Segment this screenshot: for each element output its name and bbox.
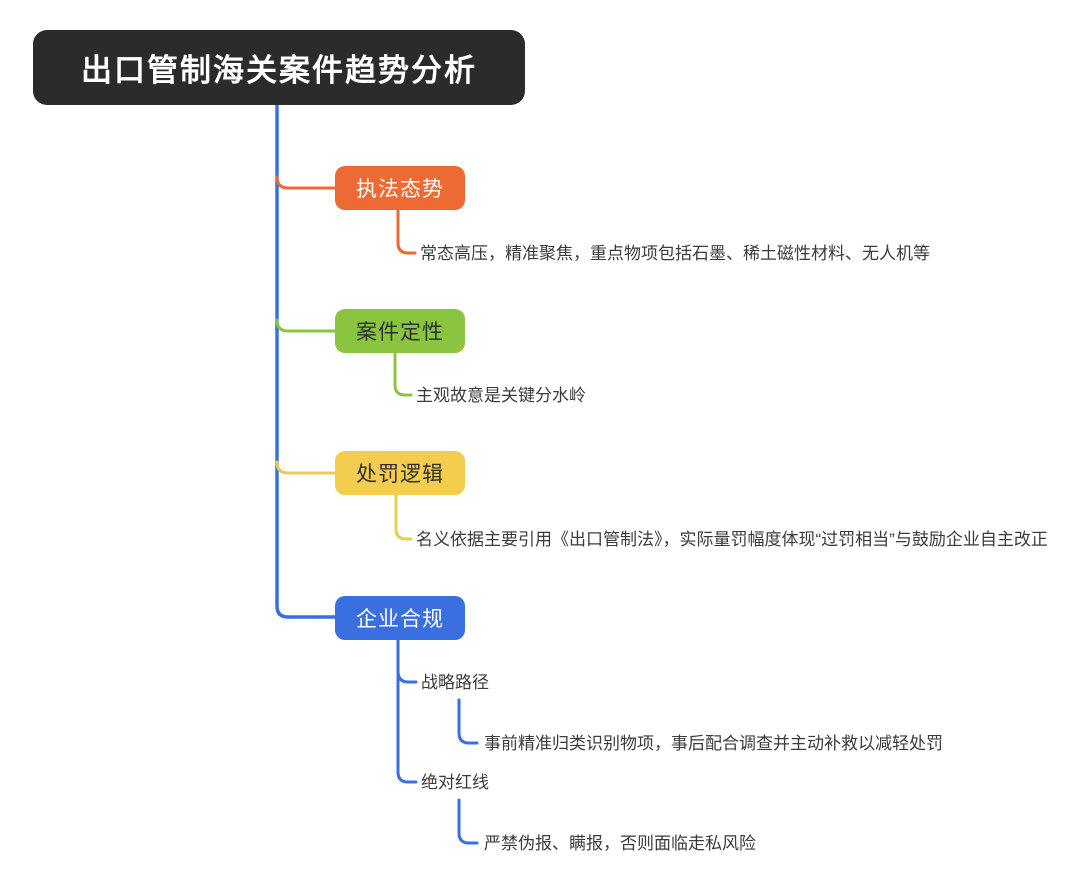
- branch-node-case-label: 案件定性: [356, 321, 444, 344]
- root-node[interactable]: 出口管制海关案件趋势分析: [33, 30, 525, 105]
- branch-node-case[interactable]: 案件定性: [335, 309, 465, 353]
- leaf-strategy-detail[interactable]: 事前精准归类识别物项，事后配合调查并主动补救以减轻处罚: [484, 734, 943, 753]
- branch-node-penalty-label: 处罚逻辑: [356, 463, 444, 486]
- branch-node-enforcement[interactable]: 执法态势: [335, 166, 465, 210]
- sub-node-strategy[interactable]: 战略路径: [421, 673, 489, 692]
- drop-line-case: [393, 351, 413, 397]
- subtrunk-line-compliance: [396, 638, 418, 784]
- trunk-line: [275, 102, 338, 619]
- branch-line-strategy: [396, 669, 418, 684]
- leaf-case-detail[interactable]: 主观故意是关键分水岭: [416, 386, 586, 405]
- leaf-penalty-detail[interactable]: 名义依据主要引用《出口管制法》，实际量罚幅度体现“过罚相当”与鼓励企业自主改正: [416, 530, 1048, 549]
- drop-line-penalty: [394, 493, 413, 541]
- branch-node-compliance-label: 企业合规: [356, 608, 444, 631]
- drop-line-redline: [457, 798, 479, 845]
- branch-node-compliance[interactable]: 企业合规: [335, 596, 465, 640]
- sub-node-redline[interactable]: 绝对红线: [421, 773, 489, 792]
- branch-node-penalty[interactable]: 处罚逻辑: [335, 451, 465, 495]
- drop-line-strategy: [457, 698, 479, 745]
- branch-line-penalty: [275, 460, 338, 475]
- branch-line-case: [275, 318, 338, 333]
- leaf-redline-detail[interactable]: 严禁伪报、瞒报，否则面临走私风险: [484, 834, 756, 853]
- branch-node-enforcement-label: 执法态势: [356, 178, 444, 201]
- root-node-label: 出口管制海关案件趋势分析: [81, 53, 477, 88]
- branch-line-enforcement: [275, 175, 338, 190]
- leaf-enforcement-detail[interactable]: 常态高压，精准聚焦，重点物项包括石墨、稀土磁性材料、无人机等: [420, 244, 930, 263]
- drop-line-enforcement: [396, 208, 417, 255]
